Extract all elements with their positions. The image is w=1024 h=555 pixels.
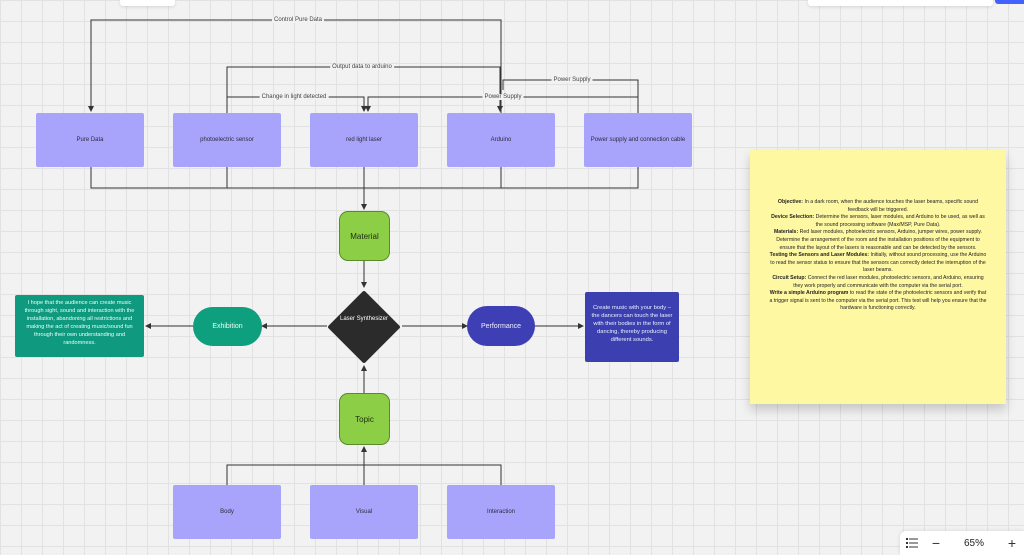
node-arduino[interactable]: Arduino — [447, 113, 555, 167]
edge-label-power-supply-2: Power Supply — [482, 94, 524, 100]
sticky-device: Device Selection: Determine the sensors,… — [771, 214, 985, 228]
node-laser-synthesizer-label: Laser Synthesizer — [339, 316, 389, 322]
node-photoelectric-sensor[interactable]: photoelectric sensor — [173, 113, 281, 167]
share-button-edge[interactable] — [995, 0, 1024, 4]
node-body[interactable]: Body — [173, 485, 281, 539]
edge-label-control-pure-data: Control Pure Data — [271, 17, 325, 23]
zoom-toolbar: − 65% + — [900, 531, 1024, 555]
node-red-light-laser[interactable]: red light laser — [310, 113, 418, 167]
list-icon[interactable] — [900, 535, 924, 551]
node-power-supply-cable[interactable]: Power supply and connection cable — [584, 113, 692, 167]
zoom-in-button[interactable]: + — [1007, 535, 1017, 551]
sticky-circuit: Circuit Setup: Connect the red laser mod… — [772, 274, 984, 289]
node-topic[interactable]: Topic — [339, 393, 390, 445]
node-interaction[interactable]: Interaction — [447, 485, 555, 539]
sticky-program: Write a simple Arduino program to read t… — [769, 290, 987, 312]
edge-label-output-to-arduino: Output data to arduino — [330, 64, 394, 70]
edge-label-power-supply-1: Power Supply — [551, 77, 593, 83]
node-performance[interactable]: Performance — [467, 306, 535, 346]
sticky-objective: Objective: In a dark room, when the audi… — [777, 199, 979, 213]
node-material[interactable]: Material — [339, 211, 390, 261]
node-pure-data[interactable]: Pure Data — [36, 113, 144, 167]
sticky-note[interactable]: Objective: In a dark room, when the audi… — [750, 150, 1006, 404]
edge-label-change-light: Change in light detected — [259, 94, 329, 100]
node-exhibition[interactable]: Exhibition — [193, 307, 262, 346]
sticky-materials: Materials: Red laser modules, photoelect… — [773, 229, 983, 251]
exhibition-note[interactable]: I hope that the audience can create musi… — [15, 295, 144, 357]
sticky-testing: Testing the Sensors and Laser Modules: I… — [769, 252, 987, 274]
node-visual[interactable]: Visual — [310, 485, 418, 539]
top-left-toolbar — [120, 0, 175, 6]
top-right-toolbar — [808, 0, 993, 6]
performance-note[interactable]: Create music with your body – the dancer… — [585, 292, 679, 362]
zoom-out-button[interactable]: − — [931, 535, 941, 551]
zoom-level: 65% — [963, 537, 984, 549]
